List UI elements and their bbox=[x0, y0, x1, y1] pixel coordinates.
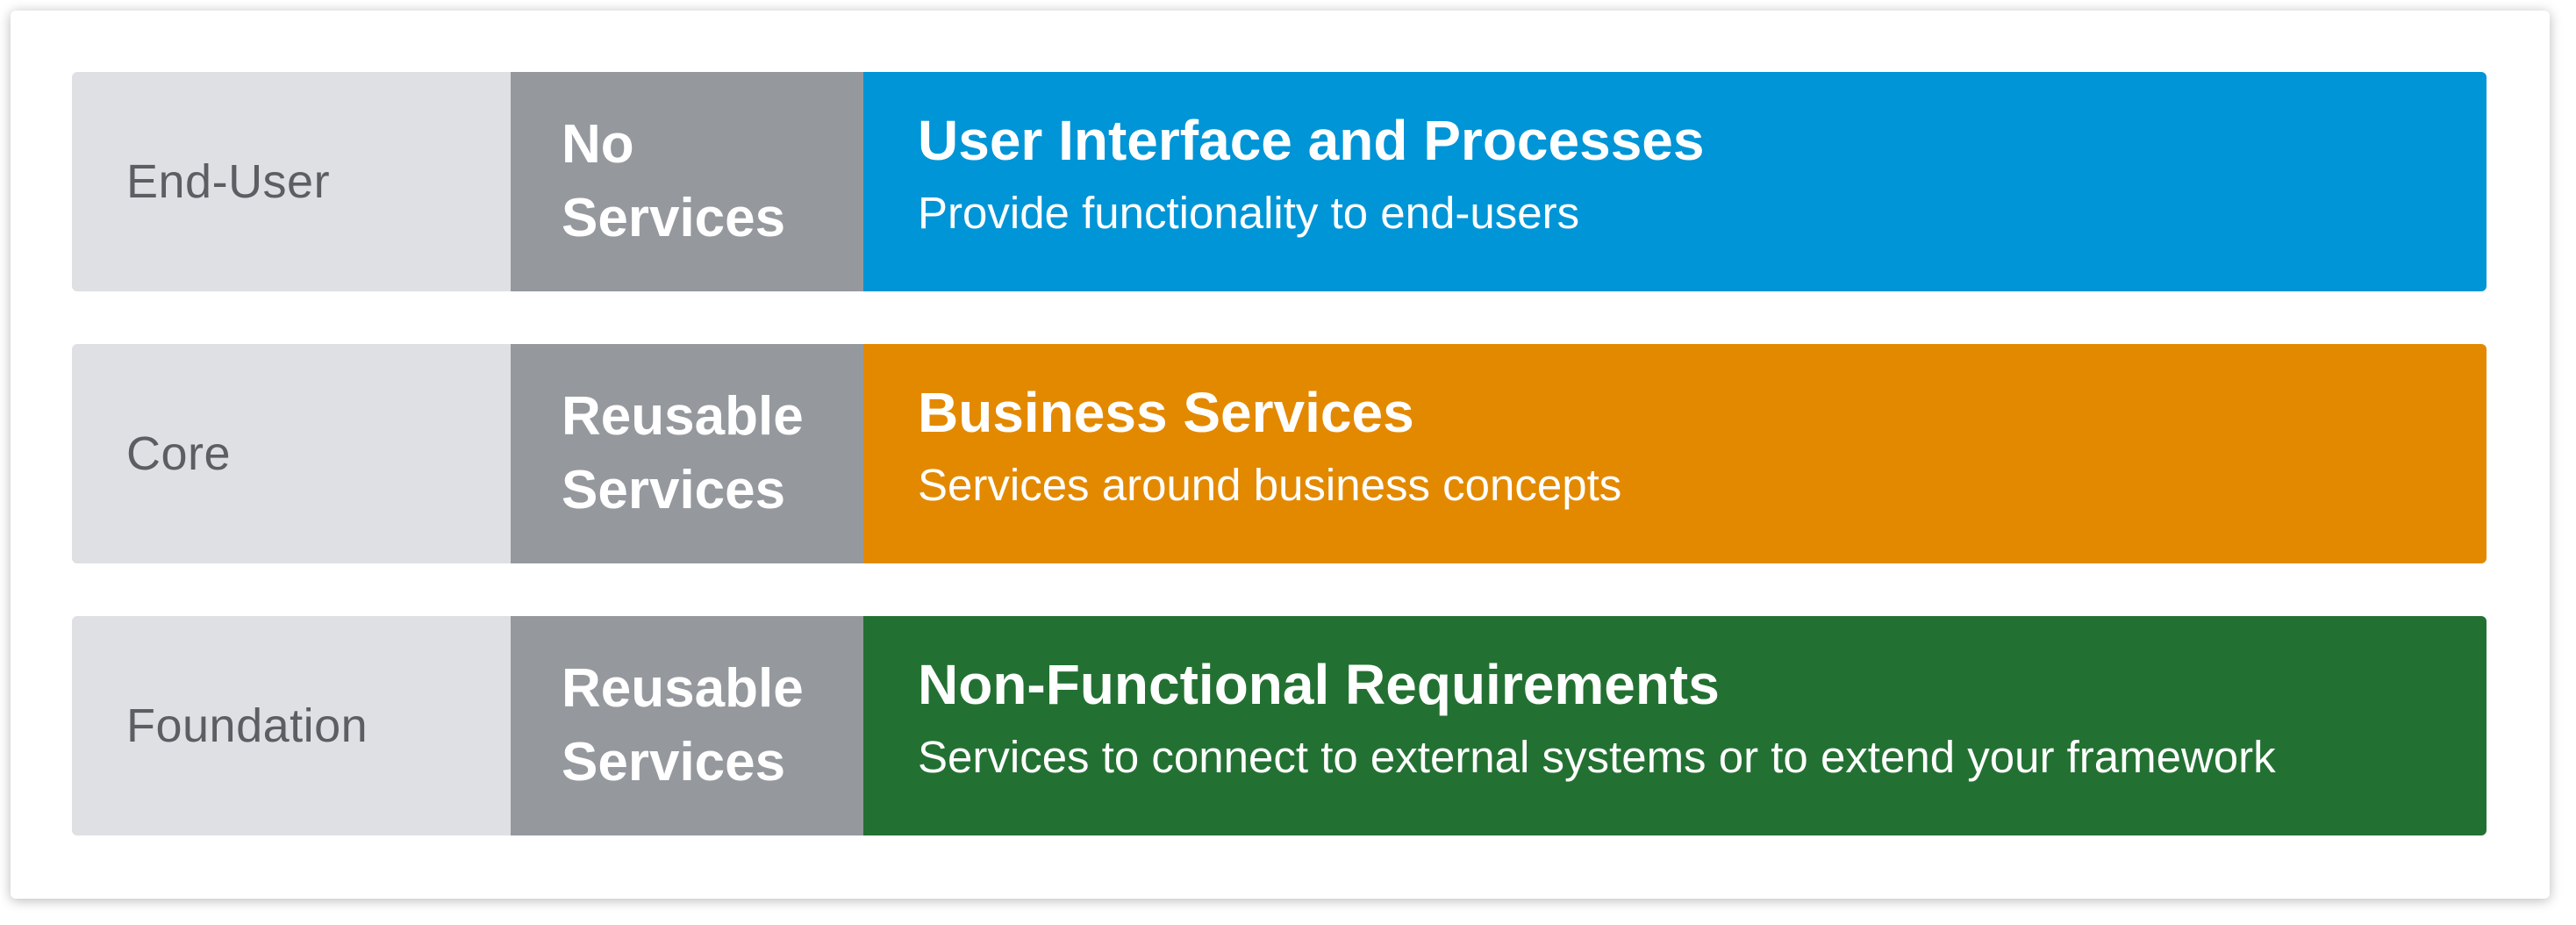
description-cell: Non-Functional Requirements Services to … bbox=[863, 616, 2487, 835]
services-cell: Reusable Services bbox=[511, 344, 863, 563]
layer-name: Core bbox=[126, 427, 232, 480]
layer-subtitle: Services around business concepts bbox=[918, 460, 1622, 510]
services-label-line2: Services bbox=[562, 460, 786, 520]
services-label-line1: Reusable bbox=[562, 658, 804, 719]
layer-title: Business Services bbox=[918, 381, 1414, 444]
layer-foundation: Foundation Reusable Services Non-Functio… bbox=[72, 616, 2487, 835]
description-cell: User Interface and Processes Provide fun… bbox=[863, 72, 2487, 291]
description-cell: Business Services Services around busine… bbox=[863, 344, 2487, 563]
layer-name-cell: Core bbox=[72, 344, 511, 563]
services-label-line2: Services bbox=[562, 188, 786, 248]
layer-name-cell: Foundation bbox=[72, 616, 511, 835]
services-cell: Reusable Services bbox=[511, 616, 863, 835]
services-cell: No Services bbox=[511, 72, 863, 291]
services-label-line2: Services bbox=[562, 732, 786, 792]
layer-end-user: End-User No Services User Interface and … bbox=[72, 72, 2487, 291]
layer-name: Foundation bbox=[126, 699, 369, 752]
layer-title: Non-Functional Requirements bbox=[918, 653, 1720, 716]
services-label-line1: Reusable bbox=[562, 386, 804, 447]
layer-name: End-User bbox=[126, 155, 331, 208]
layer-subtitle: Services to connect to external systems … bbox=[918, 732, 2276, 782]
services-label-line1: No bbox=[562, 114, 634, 175]
layer-name-cell: End-User bbox=[72, 72, 511, 291]
layer-core: Core Reusable Services Business Services… bbox=[72, 344, 2487, 563]
layer-subtitle: Provide functionality to end-users bbox=[918, 188, 1580, 238]
layer-title: User Interface and Processes bbox=[918, 109, 1705, 172]
